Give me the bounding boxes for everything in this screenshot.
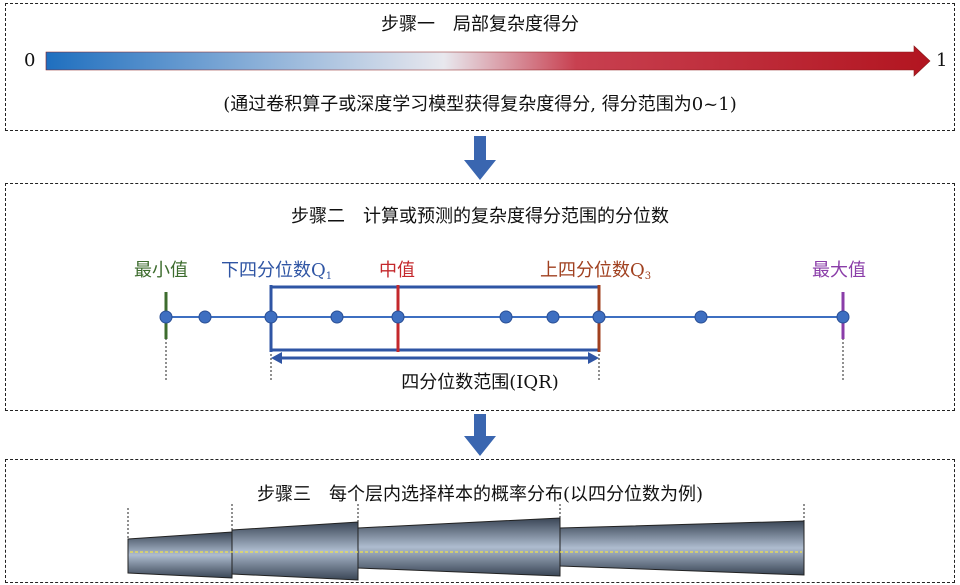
probability-wedges — [127, 504, 805, 581]
step1-title: 步骤一 局部复杂度得分 — [381, 14, 579, 35]
step3-panel: 步骤三 每个层内选择样本的概率分布(以四分位数为例) — [5, 459, 955, 583]
boxplot-diagram — [159, 285, 850, 382]
wedge-q2 — [231, 521, 359, 581]
wedge-q1 — [127, 531, 233, 579]
step1-note: (通过卷积算子或深度学习模型获得复杂度得分, 得分范围为0~1) — [223, 94, 737, 115]
step1-panel: 步骤一 局部复杂度得分 0 1 (通过卷积算子或深度学习模型获得复杂度得分, 得… — [5, 3, 955, 131]
iqr-label: 四分位数范围(IQR) — [401, 372, 559, 393]
median-label: 中值 — [379, 260, 415, 281]
scale-start-label: 0 — [24, 50, 36, 71]
max-label: 最大值 — [812, 260, 866, 281]
wedge-q3 — [357, 517, 561, 577]
gradient-scale-arrow — [45, 45, 931, 77]
step2-panel: 步骤二 计算或预测的复杂度得分范围的分位数 最小值 下四分位数Q1 中值 上四分… — [5, 183, 955, 411]
min-label: 最小值 — [134, 260, 188, 281]
wedge-q4 — [559, 520, 805, 576]
scale-end-label: 1 — [936, 50, 948, 71]
q1-label: 下四分位数Q1 — [221, 260, 333, 282]
step2-title: 步骤二 计算或预测的复杂度得分范围的分位数 — [291, 206, 669, 227]
step3-title: 步骤三 每个层内选择样本的概率分布(以四分位数为例) — [256, 484, 704, 505]
q3-label: 上四分位数Q3 — [540, 260, 652, 282]
